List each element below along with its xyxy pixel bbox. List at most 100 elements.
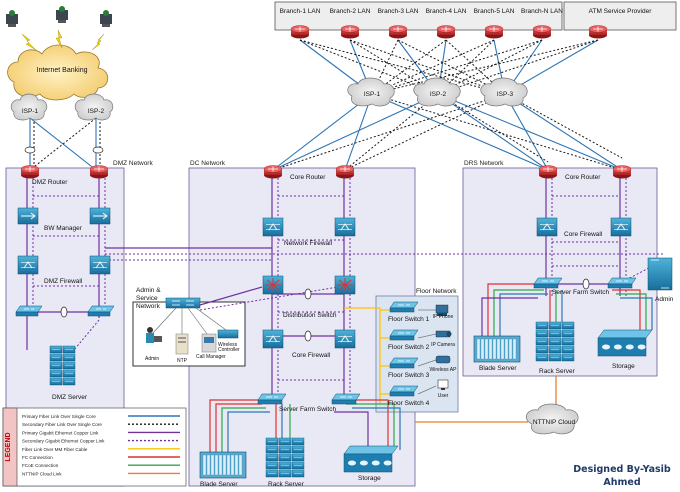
dc-core-firewall-icon: [334, 329, 356, 349]
dc-server-farm-switch-icon: [257, 393, 287, 405]
legend-item-label: Fiber Link Over MM Fiber Cable: [22, 447, 88, 452]
branch-box: [274, 1, 563, 31]
bw-manager-label: BW Manager: [44, 225, 83, 232]
dc-rack-server-label: Rack Server: [268, 481, 305, 488]
legend-title-bar: [2, 407, 18, 487]
atm-router-icon: [588, 25, 608, 39]
isp-cloud-left-1: ISP-1: [10, 93, 48, 121]
internet-isp-1-label: ISP-1: [22, 108, 39, 115]
legend: LEGEND Primary Fiber Link Over Single Co…: [2, 407, 187, 487]
dmz-firewall-icon: [89, 255, 111, 275]
dmz-firewall-label: DMZ Firewall: [44, 278, 83, 285]
floor-device-label: IP Camera: [431, 342, 455, 348]
admin-network-title-1: Admin &: [136, 287, 161, 294]
isp-1-label: ISP-1: [364, 91, 381, 98]
dmz-router-label: DMZ Router: [32, 179, 68, 186]
admin-network-title-2: Service: [136, 295, 158, 302]
floor-switch-icon: [389, 301, 419, 313]
credit-line-1: Designed By-Yasib: [573, 464, 671, 475]
isp-3-label: ISP-3: [497, 91, 514, 98]
admin-label: Admin: [145, 356, 159, 362]
links: [24, 39, 665, 452]
legend-title: LEGEND: [5, 432, 12, 461]
drs-server-farm-switch-icon: [533, 277, 563, 289]
dc-network-firewall-icon: [262, 217, 284, 237]
legend-item: Secondary Fiber Link Over Single Core: [22, 422, 180, 427]
isp-cloud-left-2: ISP-2: [74, 93, 114, 121]
branch-label: Branch-4 LAN: [426, 8, 467, 15]
dc-core-router-label: Core Router: [290, 174, 326, 181]
dmz-switch-icon: [87, 305, 115, 317]
admin-switch-icon: [165, 297, 201, 309]
wireless-controller-icon: [217, 329, 239, 339]
branch-router-icon: [340, 25, 360, 39]
floor-switch-label: Floor Switch 4: [388, 400, 430, 407]
dmz-router-icon: [20, 165, 40, 179]
dmz-zone-label: DMZ Network: [113, 160, 153, 167]
floor-switch-label: Floor Switch 3: [388, 372, 430, 379]
atm-box: [563, 1, 677, 31]
dc-network-firewall-icon: [334, 217, 356, 237]
drs-core-firewall-icon: [610, 217, 632, 237]
branch-routers: [290, 25, 608, 39]
drs-zone-label: DRS Network: [464, 160, 504, 167]
branch-label: Branch-N LAN: [521, 8, 563, 15]
internet-banking-label: Internet Banking: [37, 67, 88, 74]
isp-cloud-2: ISP-2: [413, 77, 461, 107]
legend-item-label: Secondary Gigabit Ethernet Copper Link: [22, 439, 105, 444]
dc-core-firewall-label: Core Firewall: [292, 352, 331, 359]
bw-manager-icon: [17, 207, 39, 225]
legend-item: Secondary Gigabit Ethernet Copper Link: [22, 439, 180, 444]
wireless-controller-label-2: Controller: [218, 347, 240, 353]
branch-router-icon: [436, 25, 456, 39]
user-icon: [100, 10, 112, 27]
legend-item-label: NTTNIP Cloud Link: [22, 471, 62, 476]
dc-storage-label: Storage: [358, 475, 381, 482]
user-pc-icon: [437, 379, 449, 390]
drs-storage-icon: [597, 329, 653, 357]
dc-core-firewall-icon: [262, 329, 284, 349]
branch-label: Branch-2 LAN: [330, 8, 371, 15]
admin-network-title-3: Network: [136, 303, 161, 310]
legend-item: Primary Gigabit Ethernet Copper Link: [22, 430, 180, 435]
isp-cloud-1: ISP-1: [347, 77, 395, 107]
nttnip-label: NTTNIP Cloud: [533, 419, 576, 426]
nttnip-cloud: NTTNIP Cloud: [525, 403, 579, 435]
legend-item-label: FC Connection: [22, 455, 53, 460]
user-icon: [6, 10, 18, 27]
drs-storage-label: Storage: [612, 363, 635, 370]
drs-admin-label: Admin: [655, 296, 674, 303]
floor-device-label: User: [438, 393, 449, 399]
dc-distribution-switch-icon: [262, 275, 284, 295]
dmz-switch-icon: [15, 305, 43, 317]
legend-item-label: FCoE Connection: [22, 463, 59, 468]
legend-item: Fiber Link Over MM Fiber Cable: [22, 447, 180, 452]
floor-switch-icon: [389, 329, 419, 341]
dc-core-router-icon: [335, 165, 355, 179]
drs-server-farm-switch-label: Server Farm Switch: [552, 289, 609, 296]
dc-zone-label: DC Network: [190, 160, 226, 167]
atm-label: ATM Service Provider: [589, 8, 653, 15]
internet-isp-2-label: ISP-2: [88, 108, 105, 115]
legend-item: FC Connection: [22, 455, 180, 460]
wireless-signal-icon: [91, 33, 105, 51]
drs-blade-server-label: Blade Server: [479, 365, 517, 372]
call-manager-icon: [201, 333, 217, 353]
dc-server-farm-switch-label: Server Farm Switch: [279, 406, 336, 413]
devices: [15, 165, 673, 479]
floor-devices: [435, 304, 452, 390]
wireless-ap-icon: [435, 355, 451, 364]
branch-label: Branch-3 LAN: [378, 8, 419, 15]
ip-phone-icon: [435, 304, 449, 316]
floor-switch-icon: [389, 385, 419, 397]
dmz-firewall-icon: [17, 255, 39, 275]
internet-banking-cloud: Internet Banking: [7, 44, 109, 101]
branch-router-icon: [532, 25, 552, 39]
dc-server-farm-switch-icon: [331, 393, 361, 405]
isp-cloud-3: ISP-3: [480, 77, 528, 107]
wireless-controller-label-1: Wireless: [218, 342, 238, 348]
clouds: Internet Banking ISP-1 ISP-2 ISP-1 ISP-2…: [7, 44, 579, 435]
floor-device-label: Wireless AP: [430, 367, 458, 373]
